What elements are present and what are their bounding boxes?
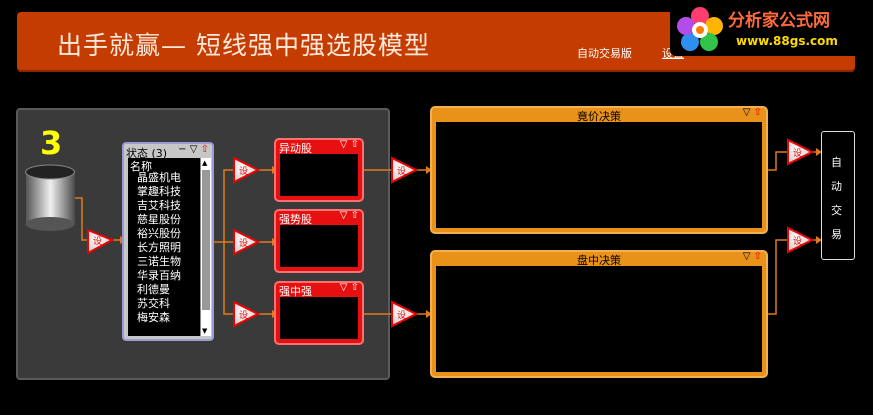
scroll-down-icon[interactable]: ▼	[202, 327, 208, 335]
scroll-up-icon[interactable]: ▲	[202, 159, 208, 167]
arrow-up-icon[interactable]: ⇧	[753, 107, 762, 118]
filter-output	[280, 297, 358, 339]
filter-icon[interactable]: ▽	[189, 144, 198, 155]
decision-output	[436, 266, 762, 372]
minimize-icon[interactable]: −	[178, 144, 187, 155]
mode-label: 自动交易版	[577, 47, 632, 60]
setting-button[interactable]: 设	[233, 228, 261, 256]
list-item[interactable]: 晶盛机电	[137, 171, 181, 184]
arrow-up-icon[interactable]: ⇧	[753, 251, 762, 262]
filter-output	[280, 225, 358, 267]
list-item[interactable]: 利德曼	[137, 283, 170, 296]
panel-controls: ▽ ⇧	[340, 139, 359, 150]
arrow-up-icon[interactable]: ⇧	[350, 282, 359, 293]
filter-title: 强中强	[279, 285, 312, 298]
panel-controls: ▽ ⇧	[340, 282, 359, 293]
setting-label: 设	[93, 236, 102, 247]
auto-trade-char: 易	[831, 228, 842, 241]
filter-icon[interactable]: ▽	[339, 139, 348, 150]
page-title: 出手就赢— 短线强中强选股模型	[57, 31, 430, 60]
list-item[interactable]: 长方照明	[137, 241, 181, 254]
scroll-thumb[interactable]	[202, 170, 210, 310]
list-item[interactable]: 华录百纳	[137, 269, 181, 282]
filter-title: 异动股	[279, 142, 312, 155]
arrow-up-icon[interactable]: ⇧	[200, 144, 209, 155]
panel-controls: ▽ ⇧	[743, 107, 762, 118]
logo-name: 分析家公式网	[728, 11, 830, 31]
list-item[interactable]: 慈星股份	[137, 213, 181, 226]
arrow-up-icon[interactable]: ⇧	[350, 139, 359, 150]
setting-label: 设	[397, 166, 406, 177]
stock-list[interactable]: 名称 晶盛机电 掌趣科技 吉艾科技 慈星股份 裕兴股份 长方照明 三诺生物 华录…	[128, 158, 200, 336]
setting-button[interactable]: 设	[391, 300, 419, 328]
filter-title: 强势股	[279, 213, 312, 226]
logo-url: www.88gs.com	[736, 34, 838, 48]
list-item[interactable]: 梅安森	[137, 311, 170, 324]
filter-panel-abnormal[interactable]: 异动股 ▽ ⇧	[274, 138, 364, 202]
decision-title: 竟价决策	[577, 110, 621, 123]
auction-decision-panel[interactable]: 竟价决策 ▽ ⇧	[430, 106, 768, 234]
scrollbar[interactable]: ▲ ▼	[200, 158, 211, 336]
setting-label: 设	[793, 148, 802, 159]
flower-logo-icon	[677, 7, 723, 51]
panel-controls: − ▽ ⇧	[178, 144, 209, 155]
panel-controls: ▽ ⇧	[340, 210, 359, 221]
setting-label: 设	[239, 238, 248, 249]
setting-button[interactable]: 设	[87, 228, 115, 255]
filter-icon[interactable]: ▽	[742, 107, 751, 118]
filter-icon[interactable]: ▽	[742, 251, 751, 262]
setting-label: 设	[397, 310, 406, 321]
filter-panel-strong[interactable]: 强势股 ▽ ⇧	[274, 209, 364, 273]
auto-trade-char: 动	[831, 180, 842, 193]
setting-label: 设	[239, 310, 248, 321]
auto-trade-char: 自	[831, 156, 842, 169]
setting-button[interactable]: 设	[233, 156, 261, 184]
setting-label: 设	[793, 236, 802, 247]
list-item[interactable]: 吉艾科技	[137, 199, 181, 212]
decision-output	[436, 122, 762, 228]
auto-trade-char: 交	[831, 204, 842, 217]
auto-trade-box[interactable]: 自 动 交 易	[821, 131, 855, 260]
list-item[interactable]: 裕兴股份	[137, 227, 181, 240]
filter-output	[280, 154, 358, 196]
decision-title: 盘中决策	[577, 254, 621, 267]
setting-button[interactable]: 设	[233, 300, 261, 328]
database-icon[interactable]	[25, 164, 76, 231]
panel-controls: ▽ ⇧	[743, 251, 762, 262]
setting-label: 设	[239, 166, 248, 177]
list-item[interactable]: 苏交科	[137, 297, 170, 310]
setting-button[interactable]: 设	[391, 156, 419, 184]
filter-icon[interactable]: ▽	[339, 210, 348, 221]
setting-button[interactable]: 设	[787, 226, 815, 254]
column-header-name[interactable]: 名称	[130, 160, 152, 173]
filter-panel-strongest[interactable]: 强中强 ▽ ⇧	[274, 281, 364, 345]
intraday-decision-panel[interactable]: 盘中决策 ▽ ⇧	[430, 250, 768, 378]
stage-number: 3	[40, 124, 63, 162]
setting-button[interactable]: 设	[787, 138, 815, 166]
list-item[interactable]: 掌趣科技	[137, 185, 181, 198]
list-item[interactable]: 三诺生物	[137, 255, 181, 268]
stock-panel-header: 状态 (3)	[126, 147, 168, 160]
arrow-up-icon[interactable]: ⇧	[350, 210, 359, 221]
stock-list-panel: 状态 (3) − ▽ ⇧ 名称 晶盛机电 掌趣科技 吉艾科技 慈星股份 裕兴股份…	[122, 142, 214, 341]
filter-icon[interactable]: ▽	[339, 282, 348, 293]
site-logo[interactable]: 分析家公式网 www.88gs.com	[670, 0, 873, 56]
